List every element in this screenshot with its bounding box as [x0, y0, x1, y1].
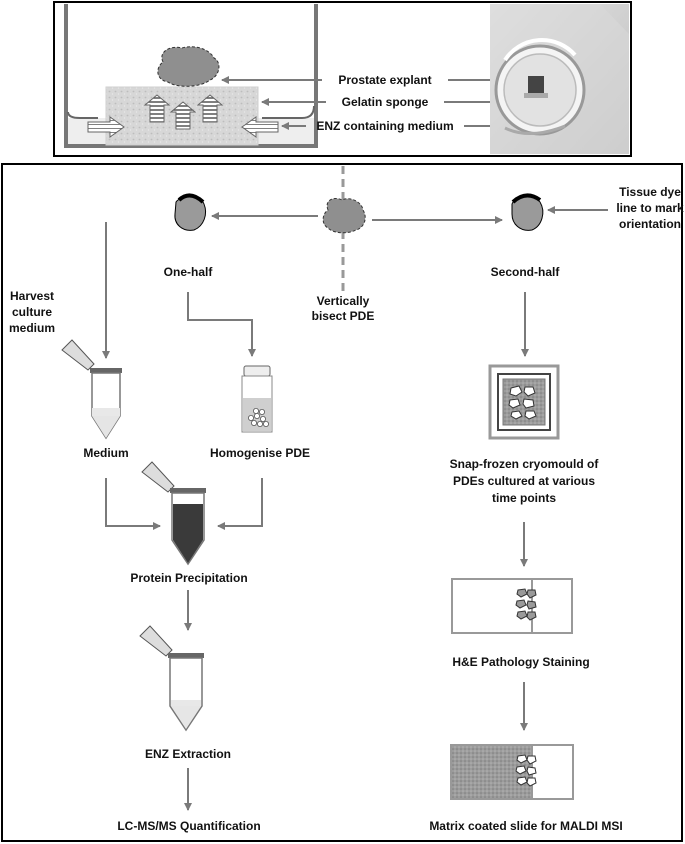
- culture-well: [64, 4, 318, 148]
- bisect-label-1: Vertically: [317, 294, 370, 308]
- dye-label-3: orientation: [619, 217, 681, 231]
- precipitation-label: Protein Precipitation: [130, 571, 247, 585]
- medium-label-text: Medium: [83, 446, 128, 460]
- diffusion-right-arrow: [87, 116, 125, 138]
- extraction-tube: [139, 625, 204, 732]
- cryomould-label-3: time points: [492, 491, 556, 505]
- he-slide: [451, 578, 573, 634]
- second-half-label: Second-half: [491, 265, 561, 279]
- harvest-label-3: medium: [9, 321, 55, 335]
- dye-label-2: line to mark: [616, 201, 684, 215]
- explant-in-photo: [528, 76, 544, 96]
- medium-label: ENZ containing medium: [316, 119, 453, 133]
- homogenise-vial: [241, 365, 273, 433]
- maldi-label: Matrix coated slide for MALDI MSI: [429, 819, 622, 833]
- workflow-panel: Vertically bisect PDE Tissue dye line to…: [1, 163, 684, 842]
- quant-label: LC-MS/MS Quantification: [117, 819, 260, 833]
- one-half-label: One-half: [164, 265, 214, 279]
- precipitation-tube: [141, 461, 206, 566]
- well-photo: [490, 4, 629, 154]
- diffusion-left-arrow: [241, 116, 279, 138]
- extraction-label: ENZ Extraction: [145, 747, 231, 761]
- explant-half-right: [511, 193, 544, 231]
- sponge-label: Gelatin sponge: [342, 95, 429, 109]
- explant-half-left: [174, 193, 207, 231]
- whole-explant: [322, 197, 366, 234]
- homogenise-label: Homogenise PDE: [210, 446, 310, 460]
- prostate-explant: [157, 46, 220, 87]
- dye-label-1: Tissue dye: [619, 185, 681, 199]
- medium-tube: [61, 339, 122, 440]
- he-label: H&E Pathology Staining: [452, 655, 589, 669]
- culture-setup-panel: Prostate explant Gelatin sponge ENZ cont…: [53, 1, 632, 157]
- bisect-label-2: bisect PDE: [312, 309, 375, 323]
- explant-label: Prostate explant: [338, 73, 431, 87]
- harvest-label-1: Harvest: [10, 289, 54, 303]
- cryomould: [488, 364, 560, 440]
- harvest-label-2: culture: [12, 305, 52, 319]
- diffusion-up-arrows: [143, 94, 224, 130]
- cryomould-label-1: Snap-frozen cryomould of: [450, 457, 600, 471]
- maldi-slide: [450, 744, 574, 800]
- cryomould-label-2: PDEs cultured at various: [453, 474, 595, 488]
